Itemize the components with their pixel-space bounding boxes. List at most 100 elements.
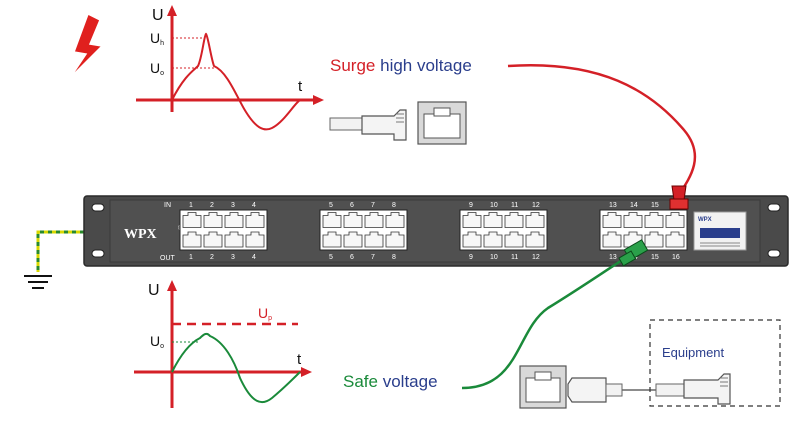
- port-in[interactable]: [182, 212, 202, 228]
- port-out[interactable]: [224, 231, 244, 248]
- port-number-out: 11: [511, 254, 518, 261]
- safe-cable: [461, 252, 633, 390]
- safe-axis-u: U: [148, 282, 160, 299]
- port-number-in: 6: [350, 202, 354, 209]
- svg-text:WPX: WPX: [698, 217, 712, 223]
- port-number-in: 8: [392, 202, 396, 209]
- surge-label: Surge high voltage: [330, 56, 472, 75]
- port-in[interactable]: [385, 212, 405, 228]
- rj45-plug-bottom: [567, 377, 656, 403]
- port-number-out: 3: [231, 254, 235, 261]
- surge-protector-panel: WPX ® IN OUT 112233445566778899101011111…: [83, 195, 789, 267]
- port-out[interactable]: [245, 231, 265, 248]
- port-number-in: 10: [490, 202, 498, 209]
- safe-waveform: [171, 332, 301, 404]
- port-number-out: 16: [672, 254, 680, 261]
- panel-brand: WPX: [124, 227, 157, 242]
- equipment-box: Equipment: [649, 319, 781, 407]
- safe-level-p: U: [258, 305, 268, 321]
- port-out[interactable]: [602, 231, 622, 248]
- port-in[interactable]: [343, 212, 363, 228]
- port-number-out: 7: [371, 254, 375, 261]
- port-out[interactable]: [483, 231, 503, 248]
- surge-graph: U t Uh Uo: [136, 5, 324, 131]
- port-out[interactable]: [182, 231, 202, 248]
- port-number-out: 2: [210, 254, 214, 261]
- port-in[interactable]: [504, 212, 524, 228]
- ground-cable: [36, 230, 88, 272]
- equipment-label: Equipment: [662, 345, 725, 360]
- surge-cable: [507, 64, 697, 197]
- port-number-out: 13: [609, 254, 617, 261]
- info-plate: WPX: [693, 211, 747, 251]
- rj45-jack-top: [417, 101, 467, 145]
- port-out[interactable]: [364, 231, 384, 248]
- port-in[interactable]: [322, 212, 342, 228]
- port-number-in: 12: [532, 202, 540, 209]
- surge-axis-u: U: [152, 7, 164, 24]
- safe-level-o: U: [150, 333, 160, 349]
- port-number-out: 4: [252, 254, 256, 261]
- surge-axis-t: t: [298, 78, 303, 95]
- port-out[interactable]: [644, 231, 664, 248]
- port-number-in: 1: [189, 202, 193, 209]
- port-number-in: 5: [329, 202, 333, 209]
- rack-hole-left-bottom: [91, 249, 105, 258]
- safe-label: Safe voltage: [343, 372, 438, 391]
- out-label: OUT: [160, 255, 176, 262]
- port-number-out: 15: [651, 254, 659, 261]
- in-label: IN: [164, 202, 171, 209]
- port-out[interactable]: [504, 231, 524, 248]
- safe-cable-plug: [618, 239, 649, 267]
- port-in[interactable]: [525, 212, 545, 228]
- rj45-plug-top: [329, 109, 407, 141]
- port-number-out: 6: [350, 254, 354, 261]
- surge-level-high: U: [150, 30, 160, 46]
- port-in[interactable]: [364, 212, 384, 228]
- port-out[interactable]: [385, 231, 405, 248]
- rack-hole-right-bottom: [767, 249, 781, 258]
- lightning-bolt-icon: [69, 12, 104, 79]
- port-number-in: 4: [252, 202, 256, 209]
- safe-graph: U t Up Uo: [134, 280, 312, 408]
- port-out[interactable]: [665, 231, 685, 248]
- port-number-out: 10: [490, 254, 498, 261]
- port-out[interactable]: [203, 231, 223, 248]
- port-number-in: 14: [630, 202, 638, 209]
- port-in[interactable]: [602, 212, 622, 228]
- surge-waveform: [171, 32, 301, 131]
- svg-text:Up: Up: [258, 305, 272, 322]
- port-number-in: 7: [371, 202, 375, 209]
- port-number-out: 8: [392, 254, 396, 261]
- svg-text:Uo: Uo: [150, 333, 164, 350]
- port-number-in: 9: [469, 202, 473, 209]
- port-number-out: 9: [469, 254, 473, 261]
- port-number-out: 1: [189, 254, 193, 261]
- svg-text:Uh: Uh: [150, 30, 164, 47]
- port-number-in: 13: [609, 202, 617, 209]
- safe-axis-t: t: [297, 351, 302, 368]
- svg-text:Uo: Uo: [150, 60, 164, 77]
- rj45-plug-equipment: [655, 373, 731, 405]
- port-in[interactable]: [483, 212, 503, 228]
- rack-hole-left-top: [91, 203, 105, 212]
- port-number-in: 3: [231, 202, 235, 209]
- port-in[interactable]: [245, 212, 265, 228]
- rj45-jack-bottom: [519, 365, 567, 409]
- port-in[interactable]: [623, 212, 643, 228]
- port-in[interactable]: [224, 212, 244, 228]
- port-number-in: 11: [511, 202, 518, 209]
- port-out[interactable]: [462, 231, 482, 248]
- port-out[interactable]: [525, 231, 545, 248]
- port-number-out: 5: [329, 254, 333, 261]
- surge-cable-plug: [669, 185, 689, 210]
- port-out[interactable]: [343, 231, 363, 248]
- port-number-out: 12: [532, 254, 540, 261]
- port-in[interactable]: [644, 212, 664, 228]
- port-out[interactable]: [322, 231, 342, 248]
- port-in[interactable]: [203, 212, 223, 228]
- port-in[interactable]: [665, 212, 685, 228]
- surge-level-o: U: [150, 60, 160, 76]
- port-in[interactable]: [462, 212, 482, 228]
